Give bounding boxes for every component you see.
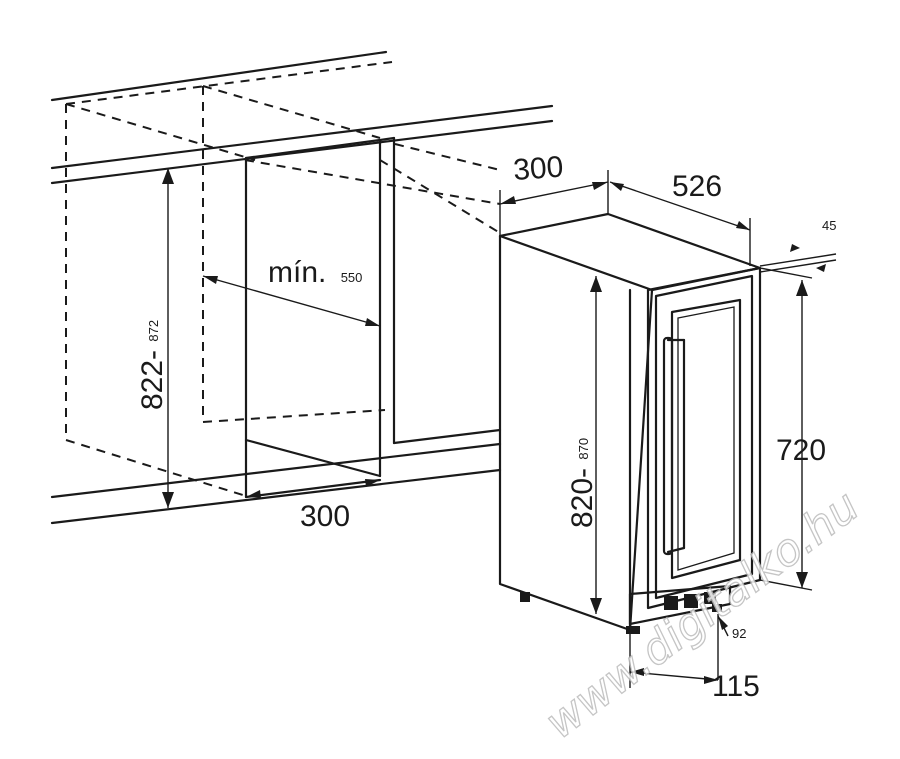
dim-min-width-label: mín. [268, 256, 326, 289]
dim-niche-height-main: 822- [136, 350, 169, 410]
svg-text:mín. 550: mín. 550 [268, 256, 362, 289]
dim-plinth-depth: 115 [712, 670, 760, 703]
dim-niche-depth-bottom: 300 [300, 500, 350, 533]
dim-niche-height: 822- 872 [136, 320, 169, 410]
dim-plinth-height: 92 [732, 626, 746, 641]
dimension-labels: 300 526 45 822- 872 mín. 550 300 820- 87… [136, 151, 836, 703]
kitchen-niche [50, 50, 554, 525]
dim-niche-depth-top: 300 [512, 151, 564, 187]
dim-cabinet-height-main: 820- [566, 468, 599, 528]
dim-min-width: mín. 550 [268, 256, 362, 289]
dim-door-gap: 45 [822, 218, 836, 233]
dim-cabinet-height: 820- 870 [566, 438, 599, 528]
dim-niche-height-sub: 872 [146, 320, 161, 342]
svg-text:820- 870: 820- 870 [566, 438, 599, 528]
dim-cabinet-depth: 526 [672, 170, 722, 203]
dim-min-width-value: 550 [341, 270, 363, 285]
dim-cabinet-height-sub: 870 [576, 438, 591, 460]
dimension-lines [162, 168, 837, 688]
dim-door-height: 720 [776, 434, 826, 467]
svg-text:822- 872: 822- 872 [136, 320, 169, 410]
